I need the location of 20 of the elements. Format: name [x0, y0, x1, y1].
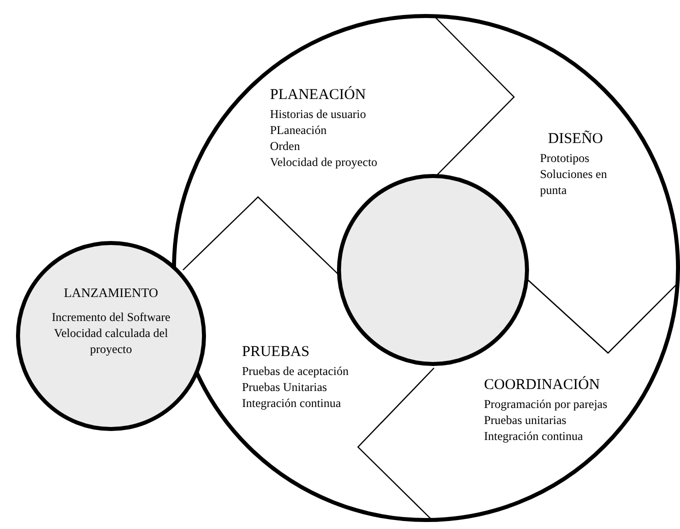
practice-item: Programación por parejas — [484, 396, 608, 412]
practice-item: Soluciones en punta — [540, 166, 608, 198]
practice-item: Pruebas unitarias — [484, 412, 566, 428]
phase-heading: PRUEBAS — [242, 343, 310, 361]
phase-heading: LANZAMIENTO — [64, 284, 158, 302]
practice-item: PLaneación — [270, 122, 327, 138]
practice-item: Integración continua — [242, 395, 341, 411]
cycle-ring — [172, 14, 680, 522]
practice-item: Velocidad calculada del proyecto — [53, 324, 169, 356]
practice-item: Pruebas de aceptación — [242, 363, 349, 379]
phase-heading: COORDINACIÓN — [484, 376, 600, 394]
practice-item: Historias de usuario — [270, 106, 366, 122]
practice-item: Pruebas Unitarias — [242, 379, 327, 395]
practice-item: Incremento del Software — [50, 308, 172, 324]
phase-heading: DISEÑO — [548, 130, 603, 148]
practice-item: Orden — [270, 138, 300, 154]
practice-item: Velocidad de proyecto — [270, 154, 378, 170]
practice-item: Integración continua — [484, 428, 583, 444]
practice-item: Prototipos — [540, 150, 590, 166]
phase-heading: PLANEACIÓN — [270, 86, 366, 104]
